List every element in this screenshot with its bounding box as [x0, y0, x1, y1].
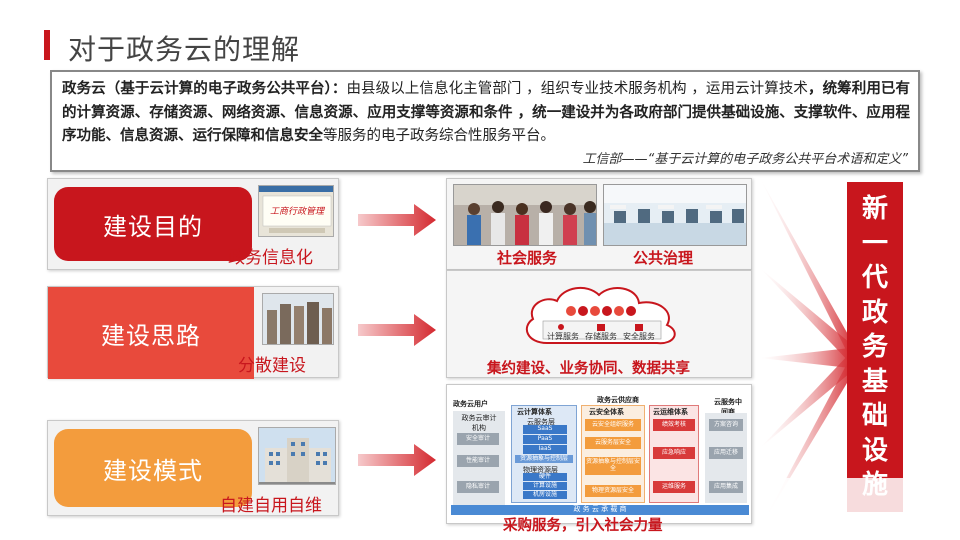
definition-part2: 等服务的电子政务综合性服务平台。 [323, 128, 555, 144]
arch-security-item: 云安全组织服务 [585, 419, 641, 431]
thumb-title: 工商行政管理 [270, 206, 326, 217]
arch-user-org: 政务云审计机构 [461, 414, 497, 432]
office-building-thumbnail [258, 427, 336, 485]
arch-security-title: 云安全体系 [589, 408, 624, 416]
arch-resource-abstract: 资源抽象与控制层 [515, 455, 573, 463]
definition-part1: 由县级以上信息化主管部门 ，组织专业技术服务机构 ，运用云计算技术 [346, 81, 808, 97]
service-security: 安全服务 [623, 332, 655, 341]
gov-software-thumbnail: 工商行政管理 [258, 185, 334, 237]
arch-security-item: 物理资源层安全 [585, 485, 641, 497]
vertical-char: 础 [861, 401, 888, 431]
caption-cloud: 集约建设、业务协同、数据共享 [487, 361, 690, 377]
vertical-char: 代 [861, 263, 888, 293]
arch-broker-item: 应用集成 [709, 481, 743, 493]
arch-service-layer: 云服务层 [527, 418, 555, 426]
arch-user-item: 安全审计 [457, 433, 499, 445]
vertical-char: 政 [861, 297, 888, 328]
vertical-char: 一 [861, 228, 888, 259]
vertical-char: 基 [861, 366, 888, 397]
left-caption-purpose: 政务信息化 [228, 248, 313, 268]
left-label-purpose: 建设目的 [54, 187, 252, 261]
page-title: 对于政务云的理解 [68, 33, 301, 66]
overlay-fade [762, 478, 934, 534]
definition-text: 政务云（基于云计算的电子政务公共平台）：由县级以上信息化主管部门 ，组织专业技术… [62, 78, 910, 149]
vertical-char: 务 [861, 332, 888, 362]
vertical-char: 新 [861, 194, 888, 224]
buildings-thumbnail [262, 293, 334, 345]
right-panel-architecture: 政务云用户 政务云供应商 云服务中间商 政务云审计机构 安全审计 性能审计 隐私… [446, 384, 752, 534]
fan-arrow-graphic [760, 178, 850, 528]
definition-box: 政务云（基于云计算的电子政务公共平台）：由县级以上信息化主管部门 ，组织专业技术… [50, 70, 920, 172]
definition-term: 政务云（基于云计算的电子政务公共平台） [62, 81, 332, 97]
left-panel-mode: 建设模式 自建自用自维 [47, 420, 339, 516]
definition-source: 工信部——“基于云计算的电子政务公共平台术语和定义” [582, 152, 908, 167]
arrow-right-icon [358, 204, 436, 236]
arch-broker-title: 云服务中间商 [714, 398, 742, 416]
arch-user-title: 政务云用户 [453, 400, 488, 408]
arch-physical-layer: 物理资源层 [523, 466, 558, 474]
vertical-char: 设 [861, 435, 888, 466]
left-label-approach: 建设思路 [48, 287, 254, 379]
left-label-mode: 建设模式 [54, 429, 252, 507]
arrow-right-icon [358, 314, 436, 346]
arch-ops-item: 运维服务 [653, 481, 695, 493]
vertical-title-box: 新 一 代 政 务 基 础 设 施 [847, 182, 903, 512]
arch-physical-item: 机房设施 [523, 491, 567, 499]
arch-iaas: IaaS [523, 445, 567, 454]
left-panel-purpose: 建设目的 工商行政管理 政务信息化 [47, 178, 339, 270]
arch-physical-item: 计算设施 [523, 482, 567, 490]
caption-public-governance: 公共治理 [633, 249, 694, 267]
arch-security-item: 资源抽象与控制层安全 [585, 457, 641, 475]
definition-colon: ： [331, 81, 347, 97]
arch-physical-item: 硬件 [523, 473, 567, 481]
arch-provider-title: 政务云供应商 [597, 396, 639, 404]
arch-security-item: 云服务层安全 [585, 437, 641, 449]
arch-user-item: 隐私审计 [457, 481, 499, 493]
social-service-photo [453, 184, 597, 246]
service-storage: 存储服务 [585, 332, 617, 341]
arch-ops-title: 云运维体系 [653, 408, 688, 416]
left-caption-mode: 自建自用自维 [220, 496, 322, 516]
definition-bold: ，统筹利用已有的计算资源、存储资源、网络资源、信息资源、应用支撑等资源和条件 ，… [62, 81, 911, 144]
left-caption-approach: 分散建设 [238, 356, 306, 376]
cloud-icon [525, 286, 676, 345]
right-panel-services: 社会服务 公共治理 [446, 178, 752, 270]
arrow-right-icon [358, 444, 436, 476]
arch-ops-item: 绩效考核 [653, 419, 695, 431]
arch-user-item: 性能审计 [457, 455, 499, 467]
arch-saas: SaaS [523, 425, 567, 434]
arch-broker-item: 方案咨询 [709, 419, 743, 431]
caption-architecture: 采购服务，引入社会力量 [503, 518, 663, 534]
right-panel-cloud: 计算服务 存储服务 安全服务 集约建设、业务协同、数据共享 [446, 270, 752, 378]
arch-broker-item: 应用迁移 [709, 447, 743, 459]
caption-social-service: 社会服务 [497, 249, 558, 267]
public-governance-photo [603, 184, 747, 246]
title-accent-bar [44, 30, 50, 60]
left-panel-approach: 建设思路 分散建设 [47, 286, 339, 379]
arch-ops-item: 应急响应 [653, 447, 695, 459]
arch-compute-title: 云计算体系 [517, 408, 552, 416]
arch-carrier-bar: 政 务 云 承 载 商 [451, 505, 749, 515]
service-compute: 计算服务 [547, 332, 579, 341]
arch-paas: PaaS [523, 435, 567, 444]
